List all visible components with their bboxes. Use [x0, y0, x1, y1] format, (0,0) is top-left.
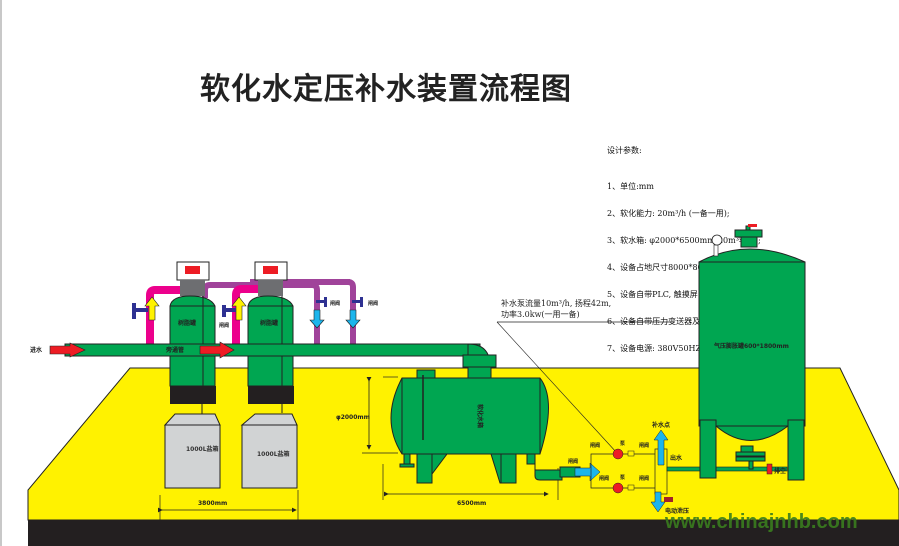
bypass-pipe-label: 旁通管	[165, 346, 184, 354]
brine-tank-1-label: 1000L盐箱	[186, 445, 219, 453]
gate-valve-label: 闸阀	[639, 442, 649, 449]
down-arrow-icon	[345, 309, 361, 329]
relief-valve-icon	[664, 497, 673, 502]
electric-relief-label: 电动泄压	[665, 507, 689, 515]
brine-tank-1	[163, 413, 221, 489]
param-item: 6、设备自带压力变送器及编程软件。	[607, 317, 741, 326]
gate-valve-icon	[132, 303, 148, 319]
gate-valve-label: 闸阀	[568, 458, 578, 465]
gate-valve-icon	[316, 297, 327, 307]
pump-label: 泵	[620, 440, 626, 447]
resin-tank-1	[169, 261, 216, 415]
pump-icon	[612, 448, 624, 460]
brine-tank-2	[240, 413, 298, 489]
magenta-pipe-2	[232, 285, 260, 345]
page-title: 软化水定压补水装置流程图	[200, 72, 572, 107]
gate-valve-icon	[352, 297, 363, 307]
expansion-tank-label: 气压膨胀罐600*1800mm	[713, 342, 789, 350]
param-item: 3、软水箱: φ2000*6500mm(20m³容积);	[607, 236, 761, 245]
gate-valve-label: 闸阀	[330, 300, 340, 307]
gate-valve-icon	[222, 305, 236, 317]
relief-arrow-icon	[650, 491, 666, 513]
purple-pipe-3	[250, 279, 356, 345]
param-item: 2、软化能力: 20m³/h (一备一用);	[607, 209, 730, 218]
up-arrow-icon	[231, 296, 247, 321]
inlet-arrow-icon	[49, 342, 86, 358]
magenta-pipe-1	[146, 286, 180, 345]
gate-valve-label: 闸阀	[599, 475, 609, 482]
gate-valve-label: 闸阀	[590, 442, 600, 449]
makeup-arrow-icon	[653, 429, 669, 466]
pipe-flange	[462, 354, 497, 368]
base-slab	[28, 520, 899, 546]
param-item: 1、单位:mm	[607, 182, 654, 191]
pressure-gauge-icon	[711, 234, 723, 246]
suction-arrow-icon	[574, 462, 601, 482]
resin-tank-2-label: 树脂罐	[260, 319, 278, 327]
length-dimension-label: 6500mm	[457, 500, 486, 507]
makeup-point-label: 补水点	[651, 421, 670, 429]
flow-arrow-icon	[199, 341, 235, 359]
pump-note-line-1: 补水泵流量10m³/h, 扬程42m,	[501, 298, 611, 308]
resin-tank-1-label: 树脂罐	[178, 319, 196, 327]
pump-note-line-2: 功率3.0kw(一用一备)	[501, 309, 580, 319]
pump-icon	[612, 482, 624, 494]
pump-label: 泵	[620, 474, 626, 481]
pump-note-leader	[496, 321, 618, 454]
drain-label: 排空	[774, 467, 786, 475]
soft-water-tank	[390, 369, 549, 484]
down-arrow-icon	[309, 309, 325, 329]
up-arrow-icon	[144, 296, 160, 321]
height-dimension-label: φ2000mm	[336, 414, 370, 421]
inlet-label: 进水	[30, 346, 43, 354]
left-border	[0, 0, 2, 546]
watermark: www.chinajnhb.com	[664, 511, 858, 533]
soft-water-tank-label: 软化水箱	[476, 404, 484, 428]
resin-tank-2	[247, 261, 294, 413]
gate-valve-label: 闸阀	[368, 300, 378, 307]
width-dimension-label: 3800mm	[198, 500, 227, 507]
drain-valve-icon	[766, 463, 773, 475]
expansion-tank	[698, 224, 806, 481]
main-pipe	[64, 343, 481, 357]
brine-tank-2-label: 1000L盐箱	[257, 450, 290, 458]
pipe-neck	[467, 366, 492, 380]
gate-valve-label: 闸阀	[639, 475, 649, 482]
gate-valve-label: 闸阀	[219, 322, 229, 329]
design-parameters-heading: 设计参数:	[607, 146, 642, 155]
suction-pipe	[534, 464, 563, 481]
outlet-label: 出水	[670, 454, 683, 462]
outlet-pipe	[666, 466, 788, 472]
